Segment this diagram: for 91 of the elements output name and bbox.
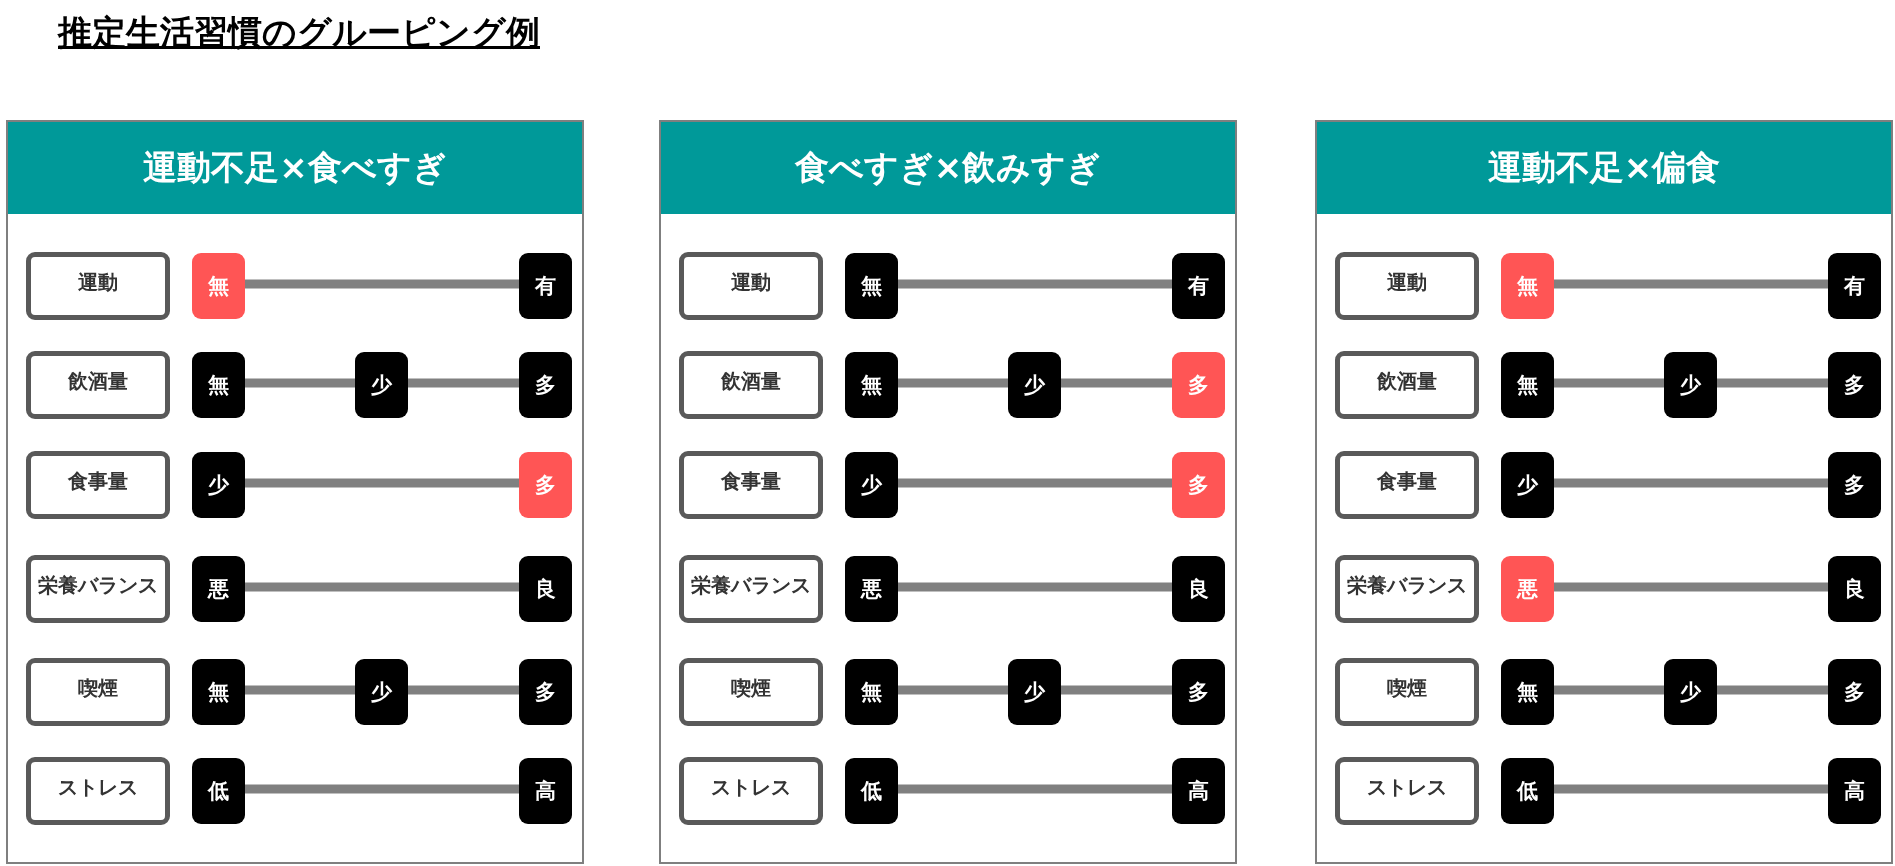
level-chip: 無 (845, 352, 898, 418)
category-label-box: 運動 (26, 252, 170, 320)
level-chip: 多 (519, 659, 572, 725)
level-chip: 悪 (1501, 556, 1554, 622)
level-chip: 多 (1172, 659, 1225, 725)
slider-track (898, 582, 1172, 592)
level-chip: 有 (1172, 253, 1225, 319)
level-chip: 少 (1008, 352, 1061, 418)
level-chip: 無 (845, 253, 898, 319)
slider-track (898, 378, 1008, 388)
level-chip: 無 (192, 253, 245, 319)
level-chip: 多 (1828, 352, 1881, 418)
slider-track (898, 478, 1172, 488)
header-band: 食べすぎ×飲みすぎ (661, 122, 1235, 214)
slider-track (1554, 784, 1828, 794)
level-chip: 低 (192, 758, 245, 824)
level-chip: 多 (1828, 452, 1881, 518)
level-chip: 低 (1501, 758, 1554, 824)
level-chip: 悪 (845, 556, 898, 622)
level-chip: 無 (845, 659, 898, 725)
level-chip: 少 (1664, 352, 1717, 418)
level-chip: 低 (845, 758, 898, 824)
level-chip: 無 (1501, 659, 1554, 725)
level-chip: 少 (192, 452, 245, 518)
slider-track (408, 378, 519, 388)
level-chip: 多 (519, 452, 572, 518)
category-label-box: 栄養バランス (679, 555, 823, 623)
level-chip: 有 (519, 253, 572, 319)
category-label-box: 飲酒量 (1335, 351, 1479, 419)
level-chip: 無 (1501, 253, 1554, 319)
category-label-box: 喫煙 (1335, 658, 1479, 726)
level-chip: 無 (192, 352, 245, 418)
level-chip: 良 (1828, 556, 1881, 622)
level-chip: 高 (1828, 758, 1881, 824)
level-chip: 多 (1828, 659, 1881, 725)
category-label-box: 喫煙 (679, 658, 823, 726)
category-label-box: ストレス (26, 757, 170, 825)
level-chip: 良 (519, 556, 572, 622)
level-chip: 多 (1172, 452, 1225, 518)
slider-track (245, 478, 519, 488)
header-band: 運動不足×偏食 (1317, 122, 1891, 214)
level-chip: 少 (355, 352, 408, 418)
slider-track (245, 582, 519, 592)
slider-track (1554, 685, 1664, 695)
slider-track (1717, 685, 1828, 695)
slider-track (898, 279, 1172, 289)
category-label-box: 喫煙 (26, 658, 170, 726)
header-band: 運動不足×食べすぎ (8, 122, 582, 214)
slider-track (1061, 378, 1172, 388)
slider-track (1554, 378, 1664, 388)
slider-track (245, 378, 355, 388)
slider-track (408, 685, 519, 695)
level-chip: 無 (1501, 352, 1554, 418)
slider-track (245, 279, 519, 289)
slider-track (1554, 279, 1828, 289)
category-label-box: 栄養バランス (1335, 555, 1479, 623)
level-chip: 多 (519, 352, 572, 418)
category-label-box: 食事量 (26, 451, 170, 519)
category-label-box: ストレス (679, 757, 823, 825)
panel-card (6, 120, 584, 864)
slider-track (898, 784, 1172, 794)
level-chip: 多 (1172, 352, 1225, 418)
level-chip: 高 (519, 758, 572, 824)
slider-track (1717, 378, 1828, 388)
panel-card (1315, 120, 1893, 864)
slider-track (245, 685, 355, 695)
slider-track (898, 685, 1008, 695)
level-chip: 少 (1008, 659, 1061, 725)
slider-track (1061, 685, 1172, 695)
level-chip: 少 (1501, 452, 1554, 518)
level-chip: 無 (192, 659, 245, 725)
category-label-box: ストレス (1335, 757, 1479, 825)
category-label-box: 運動 (679, 252, 823, 320)
level-chip: 少 (845, 452, 898, 518)
category-label-box: 飲酒量 (26, 351, 170, 419)
category-label-box: 運動 (1335, 252, 1479, 320)
level-chip: 高 (1172, 758, 1225, 824)
slider-track (1554, 582, 1828, 592)
panel-card (659, 120, 1237, 864)
category-label-box: 栄養バランス (26, 555, 170, 623)
category-label-box: 食事量 (1335, 451, 1479, 519)
level-chip: 悪 (192, 556, 245, 622)
level-chip: 良 (1172, 556, 1225, 622)
level-chip: 有 (1828, 253, 1881, 319)
slider-track (1554, 478, 1828, 488)
page-title: 推定生活習慣のグルーピング例 (58, 11, 540, 54)
category-label-box: 飲酒量 (679, 351, 823, 419)
level-chip: 少 (1664, 659, 1717, 725)
level-chip: 少 (355, 659, 408, 725)
slider-track (245, 784, 519, 794)
category-label-box: 食事量 (679, 451, 823, 519)
